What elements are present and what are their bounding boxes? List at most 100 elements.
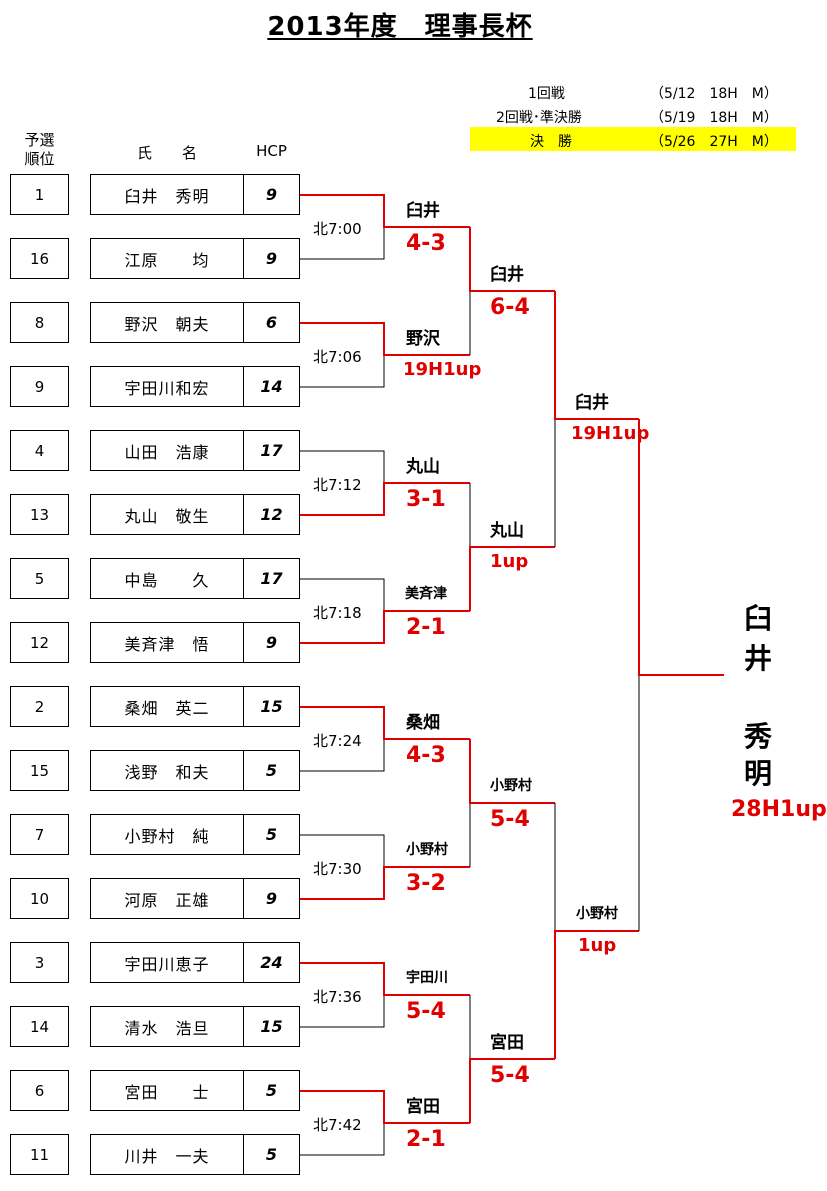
player-name: 河原 正雄	[90, 878, 244, 919]
hcp-cell: 5	[243, 1070, 300, 1111]
player-name: 清水 浩旦	[90, 1006, 244, 1047]
round1-winner: 宮田	[406, 1097, 440, 1117]
winner-line	[638, 419, 724, 676]
winner-line	[469, 739, 555, 804]
hcp-cell: 15	[243, 1006, 300, 1047]
hcp-cell: 14	[243, 366, 300, 407]
match-line	[300, 450, 385, 483]
round1-score: 5-4	[406, 999, 446, 1024]
match-line	[300, 1123, 385, 1156]
winner-line	[300, 866, 470, 900]
winner-line	[300, 482, 470, 516]
seed-cell: 8	[10, 302, 69, 343]
player-name: 江原 均	[90, 238, 244, 279]
round1-score: 4-3	[406, 231, 446, 256]
hcp-cell: 17	[243, 430, 300, 471]
round1-score: 3-2	[406, 871, 446, 896]
match-line	[300, 578, 385, 611]
tee-time: 北7:18	[313, 604, 362, 622]
hcp-cell: 5	[243, 750, 300, 791]
semi-score: 1up	[578, 935, 617, 956]
hcp-cell: 9	[243, 238, 300, 279]
tee-time: 北7:12	[313, 476, 362, 494]
hcp-cell: 17	[243, 558, 300, 599]
champion-char-2: 井	[744, 642, 773, 675]
hcp-cell: 6	[243, 302, 300, 343]
round1-winner: 野沢	[406, 329, 440, 349]
seed-cell: 14	[10, 1006, 69, 1047]
seed-cell: 10	[10, 878, 69, 919]
seed-cell: 4	[10, 430, 69, 471]
player-name: 山田 浩康	[90, 430, 244, 471]
winner-line	[469, 227, 555, 292]
match-line	[300, 739, 385, 772]
hcp-cell: 5	[243, 1134, 300, 1175]
hcp-cell: 9	[243, 878, 300, 919]
round2-score: 6-4	[490, 295, 530, 320]
seed-cell: 9	[10, 366, 69, 407]
winner-line	[300, 194, 470, 228]
winner-line	[300, 962, 470, 996]
round1-winner: 臼井	[406, 201, 440, 221]
schedule-round1-label: 1回戦	[528, 86, 565, 102]
champion-char-1: 臼	[744, 602, 773, 635]
round1-score: 2-1	[406, 1127, 446, 1152]
round2-score: 1up	[490, 551, 529, 572]
final-highlight	[470, 127, 796, 151]
player-name: 浅野 和夫	[90, 750, 244, 791]
round1-winner: 桑畑	[406, 713, 440, 733]
hcp-cell: 24	[243, 942, 300, 983]
tee-time: 北7:00	[313, 220, 362, 238]
seed-header: 予選 順位	[24, 131, 55, 168]
round2-winner: 小野村	[490, 778, 532, 794]
match-line	[300, 227, 385, 260]
round1-score: 3-1	[406, 487, 446, 512]
tee-time: 北7:06	[313, 348, 362, 366]
semi-winner: 小野村	[576, 906, 618, 922]
winner-line	[300, 610, 470, 644]
round1-winner: 宇田川	[406, 970, 448, 986]
player-name: 宮田 士	[90, 1070, 244, 1111]
winner-line	[554, 291, 639, 420]
player-name: 宇田川和宏	[90, 366, 244, 407]
player-name: 臼井 秀明	[90, 174, 244, 215]
seed-cell: 13	[10, 494, 69, 535]
hcp-cell: 9	[243, 622, 300, 663]
hcp-cell: 5	[243, 814, 300, 855]
winner-line	[300, 322, 470, 356]
hcp-cell: 9	[243, 174, 300, 215]
schedule-final-date: （5/26 27H M）	[650, 134, 778, 150]
round1-score: 4-3	[406, 743, 446, 768]
champion-score: 28H1up	[731, 797, 827, 822]
seed-cell: 15	[10, 750, 69, 791]
round1-score: 2-1	[406, 615, 446, 640]
winner-line	[554, 930, 639, 1059]
player-name: 小野村 純	[90, 814, 244, 855]
champion-char-3: 秀	[744, 720, 773, 753]
seed-cell: 12	[10, 622, 69, 663]
schedule-round2-label: 2回戦･準決勝	[496, 110, 582, 126]
hcp-cell: 15	[243, 686, 300, 727]
tee-time: 北7:36	[313, 988, 362, 1006]
player-name: 丸山 敬生	[90, 494, 244, 535]
page-title: 2013年度 理事長杯	[267, 12, 533, 42]
player-name: 美斉津 悟	[90, 622, 244, 663]
round2-winner: 丸山	[490, 521, 524, 541]
round2-score: 5-4	[490, 1063, 530, 1088]
seed-cell: 6	[10, 1070, 69, 1111]
round2-winner: 宮田	[490, 1033, 524, 1053]
seed-cell: 16	[10, 238, 69, 279]
round2-score: 5-4	[490, 807, 530, 832]
winner-line	[300, 1090, 470, 1124]
round1-winner: 小野村	[406, 842, 448, 858]
round1-winner: 美斉津	[405, 586, 447, 602]
champion-char-4: 明	[744, 757, 773, 790]
winner-line	[469, 1058, 555, 1123]
player-name: 野沢 朝夫	[90, 302, 244, 343]
name-header: 氏 名	[136, 144, 197, 162]
schedule-round1-date: （5/12 18H M）	[650, 86, 778, 102]
match-line	[300, 834, 385, 867]
hcp-cell: 12	[243, 494, 300, 535]
round1-score: 19H1up	[403, 359, 482, 380]
